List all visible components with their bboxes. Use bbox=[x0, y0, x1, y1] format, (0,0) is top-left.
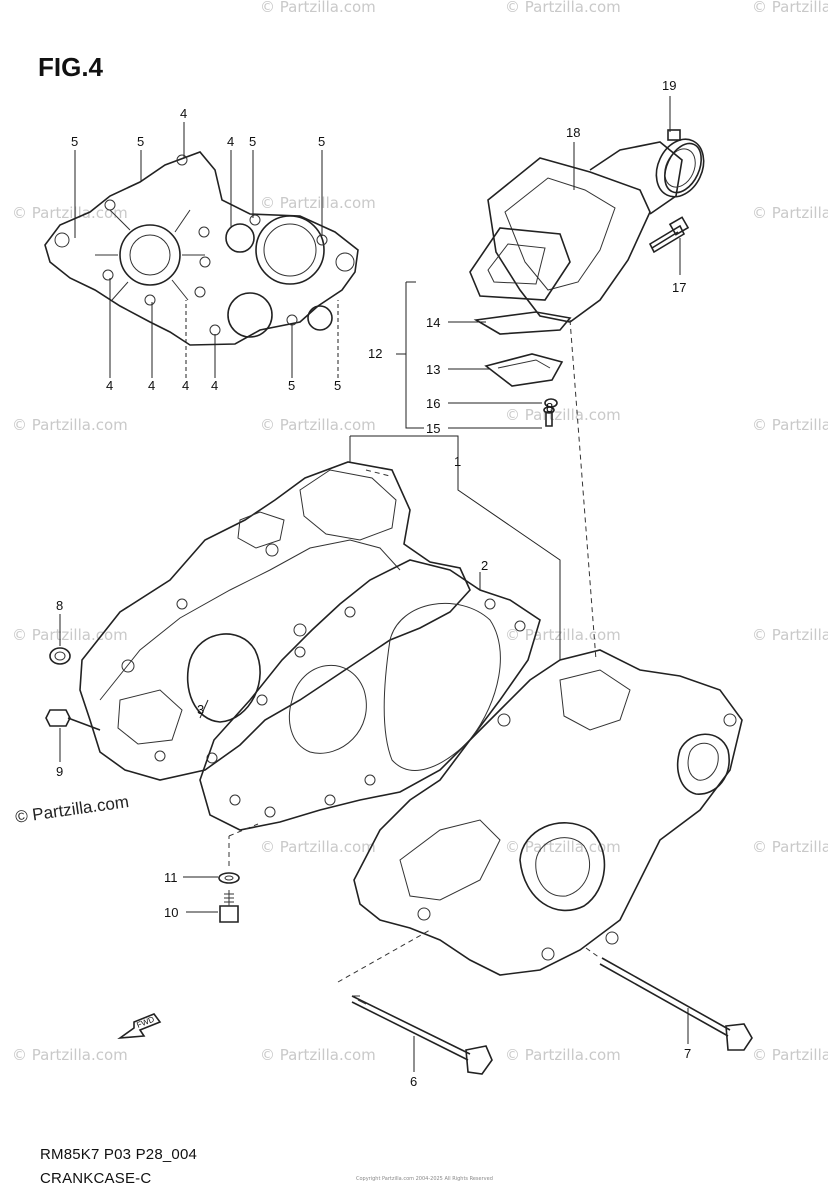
hose-clamp bbox=[664, 129, 702, 194]
crankcase-right bbox=[353, 649, 743, 976]
leaders-gasket bbox=[74, 122, 339, 378]
watermark: © Partzilla.com bbox=[12, 1046, 128, 1064]
callout-5: 5 bbox=[334, 378, 341, 393]
watermark: © Partzilla.com bbox=[260, 194, 376, 212]
watermark: © Partzilla.com bbox=[260, 416, 376, 434]
figure-name: CRANKCASE-C bbox=[40, 1170, 152, 1187]
callout-5: 5 bbox=[318, 134, 325, 149]
callout-7: 7 bbox=[684, 1046, 691, 1061]
watermarks: © Partzilla.com © Partzilla.com © Partzi… bbox=[12, 0, 828, 1064]
dowel-pin-8 bbox=[49, 647, 71, 665]
callout-4: 4 bbox=[148, 378, 155, 393]
watermark: © Partzilla.com bbox=[505, 838, 621, 856]
bolt-10 bbox=[219, 890, 239, 923]
watermark: © Partzilla.com bbox=[752, 626, 828, 644]
leaders-main bbox=[59, 435, 689, 1072]
reed-valve-body bbox=[469, 227, 571, 301]
watermark: © Partzilla.com bbox=[752, 0, 828, 16]
callout-14: 14 bbox=[426, 315, 440, 330]
long-bolt-7 bbox=[599, 957, 753, 1051]
callouts: 1 2 3 4 4 4 4 4 4 4 5 5 5 5 5 5 6 7 8 8 … bbox=[56, 78, 691, 1089]
callout-9: 9 bbox=[56, 764, 63, 779]
callout-4: 4 bbox=[227, 134, 234, 149]
callout-5: 5 bbox=[249, 134, 256, 149]
figure-title: FIG.4 bbox=[38, 52, 104, 82]
callout-17: 17 bbox=[672, 280, 686, 295]
watermark: © Partzilla.com bbox=[505, 0, 621, 16]
watermark: © Partzilla.com bbox=[260, 1046, 376, 1064]
callout-8: 8 bbox=[546, 400, 553, 415]
callout-5: 5 bbox=[137, 134, 144, 149]
watermark: © Partzilla.com bbox=[505, 406, 621, 424]
figure-code: RM85K7 P03 P28_004 bbox=[40, 1146, 198, 1163]
callout-4: 4 bbox=[182, 378, 189, 393]
callout-3: 3 bbox=[197, 702, 204, 717]
forward-arrow-icon: FWD bbox=[117, 1013, 162, 1040]
callout-4: 4 bbox=[106, 378, 113, 393]
callout-15: 15 bbox=[426, 421, 440, 436]
callout-12: 12 bbox=[368, 346, 382, 361]
reed-petal bbox=[473, 311, 572, 335]
callout-1: 1 bbox=[454, 454, 461, 469]
screw-15 bbox=[543, 406, 555, 427]
long-bolt-6 bbox=[351, 995, 493, 1075]
watermark: © Partzilla.com bbox=[12, 626, 128, 644]
callout-13: 13 bbox=[426, 362, 440, 377]
callout-8: 8 bbox=[56, 598, 63, 613]
callout-18: 18 bbox=[566, 125, 580, 140]
watermark: © Partzilla.com bbox=[752, 416, 828, 434]
callout-4: 4 bbox=[211, 378, 218, 393]
callout-4: 4 bbox=[180, 106, 187, 121]
reed-stopper bbox=[484, 353, 564, 387]
callout-16: 16 bbox=[426, 396, 440, 411]
watermark: © Partzilla.com bbox=[752, 204, 828, 222]
leaders-intake bbox=[396, 96, 681, 661]
bolt-9 bbox=[45, 709, 101, 731]
callout-2: 2 bbox=[481, 558, 488, 573]
crankcase-left bbox=[79, 461, 471, 781]
copyright-footer: Copyright Partzilla.com 2004-2025 All Ri… bbox=[356, 1176, 493, 1182]
watermark: © Partzilla.com bbox=[12, 204, 128, 222]
crankcase-gasket-large bbox=[199, 559, 541, 831]
callout-19: 19 bbox=[662, 78, 676, 93]
callout-5: 5 bbox=[71, 134, 78, 149]
callout-5: 5 bbox=[288, 378, 295, 393]
callout-11: 11 bbox=[164, 870, 178, 885]
watermark: © Partzilla.com bbox=[260, 0, 376, 16]
crankcase-gasket-small bbox=[44, 151, 359, 346]
callout-6: 6 bbox=[410, 1074, 417, 1089]
bolt-17 bbox=[648, 216, 690, 254]
watermark: © Partzilla.com bbox=[752, 1046, 828, 1064]
watermark: © Partzilla.com bbox=[752, 838, 828, 856]
watermark: © Partzilla.com bbox=[505, 626, 621, 644]
watermark: © Partzilla.com bbox=[505, 1046, 621, 1064]
watermark: © Partzilla.com bbox=[260, 838, 376, 856]
washer-11 bbox=[218, 872, 240, 884]
watermark: © Partzilla.com bbox=[12, 416, 128, 434]
callout-10: 10 bbox=[164, 905, 178, 920]
